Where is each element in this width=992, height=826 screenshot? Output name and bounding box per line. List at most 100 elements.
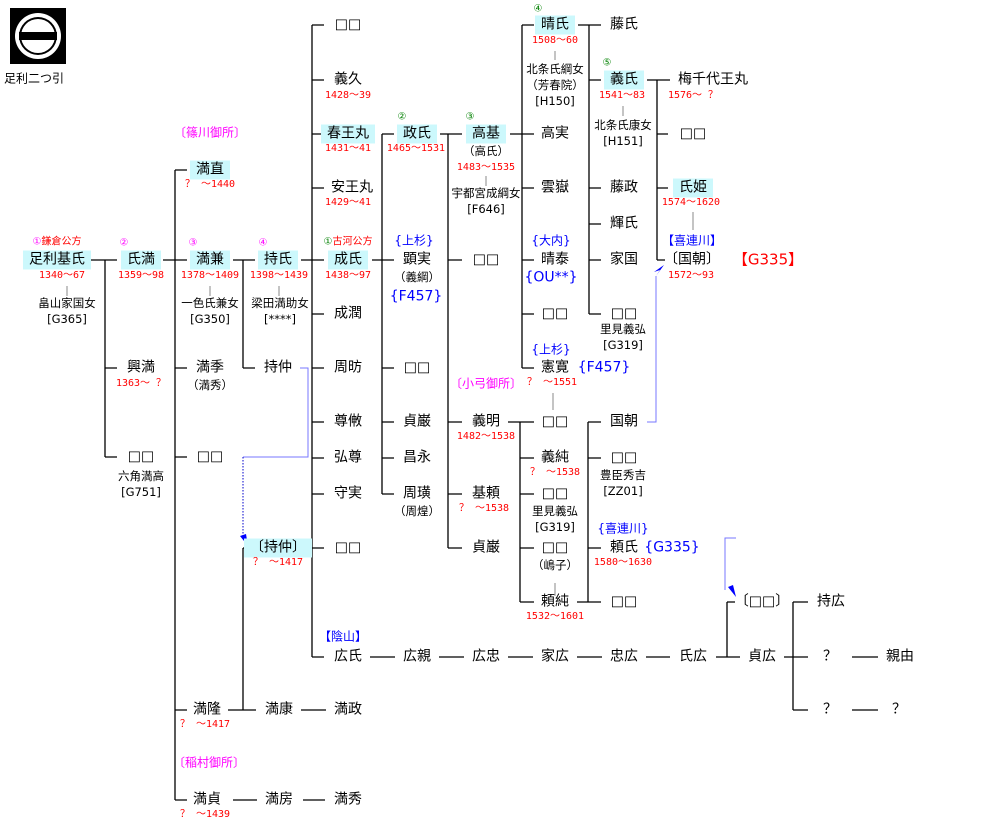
person-node[interactable]: □□ [541, 485, 569, 502]
person-node[interactable]: 満貞 [193, 791, 221, 808]
person-node[interactable]: 尊敒 [334, 413, 362, 430]
lifespan: 1482〜1538 [456, 431, 516, 442]
futatsubiki-crest-icon [15, 13, 61, 59]
ref-link[interactable]: {G335} [644, 539, 700, 556]
person-node[interactable]: ？ [823, 701, 837, 718]
person-node[interactable]: □□ [679, 125, 707, 142]
person-node[interactable]: 貞巌 [472, 539, 500, 556]
person-node[interactable]: 満政 [334, 701, 362, 718]
ref-link[interactable]: {F457} [389, 288, 443, 305]
kamakura-kubo-label: ①鎌倉公方 [33, 234, 82, 251]
person-node[interactable]: 義明 [472, 413, 500, 430]
person-node[interactable]: 持仲 [264, 359, 292, 376]
ref-link[interactable]: {OU**} [524, 269, 578, 286]
person-node[interactable]: 頼純 [541, 593, 569, 610]
person-node[interactable]: 広親 [403, 648, 431, 665]
person-node[interactable]: 持広 [817, 593, 845, 610]
lifespan: 1363〜 ？ [115, 378, 167, 389]
person-node[interactable]: □□ [127, 448, 155, 465]
person-node[interactable]: 頼氏 [610, 539, 638, 556]
person-node[interactable]: 昌永 [403, 449, 431, 466]
person-node[interactable]: □□ [541, 539, 569, 556]
person-node[interactable]: 晴氏 [535, 15, 575, 35]
person-node[interactable]: 周璜 [403, 485, 431, 502]
person-node[interactable]: 成潤 [334, 305, 362, 322]
person-node[interactable]: □□ [334, 16, 362, 33]
person-node[interactable]: 安王丸 [331, 179, 373, 196]
person-node[interactable]: □□ [610, 593, 638, 610]
spouse-name: 豊臣秀吉 [600, 468, 646, 482]
person-node[interactable]: ？ [892, 701, 906, 718]
person-node[interactable]: 高実 [541, 125, 569, 142]
person-node[interactable]: 晴泰 [541, 251, 569, 268]
person-node[interactable]: 義久 [334, 71, 362, 88]
person-node[interactable]: 興満 [127, 359, 155, 376]
person-node[interactable]: □□ [610, 449, 638, 466]
person-node[interactable]: 満直 [190, 160, 230, 180]
person-node[interactable]: 高基 [466, 124, 506, 144]
person-node[interactable]: 満季 [196, 359, 224, 376]
person-node[interactable]: 満兼 [190, 250, 230, 270]
koga-kubo-label: ①古河公方 [324, 234, 373, 251]
person-node[interactable]: 満秀 [334, 791, 362, 808]
person-node[interactable]: 国朝 [610, 413, 638, 430]
alias-name: （嶋子） [532, 558, 578, 572]
person-node[interactable]: 広忠 [472, 648, 500, 665]
person-node[interactable]: 基頼 [472, 485, 500, 502]
person-node[interactable]: 足利基氏 [23, 250, 91, 270]
alias-name: （義綱） [394, 270, 440, 284]
person-node[interactable]: 広氏 [334, 648, 362, 665]
person-node[interactable]: □□ [472, 251, 500, 268]
person-node[interactable]: 満康 [265, 701, 293, 718]
person-node[interactable]: 満房 [265, 791, 293, 808]
person-node[interactable]: □□ [403, 359, 431, 376]
rank-number: ① [323, 236, 333, 248]
person-node[interactable]: 家国 [610, 251, 638, 268]
alias-name: （芳春院） [526, 78, 584, 92]
spouse-name: 梁田満助女 [251, 296, 309, 310]
person-node[interactable]: □□ [541, 413, 569, 430]
person-node[interactable]: 〔持仲〕 [244, 538, 312, 558]
person-node[interactable]: 〔□□〕 [734, 593, 790, 610]
person-node[interactable]: 成氏 [328, 250, 368, 270]
lifespan: 1398〜1439 [249, 270, 309, 281]
person-node[interactable]: 周昉 [334, 359, 362, 376]
ref-link[interactable]: {F457} [577, 359, 631, 376]
person-node[interactable]: 家広 [541, 648, 569, 665]
person-node[interactable]: 貞巌 [403, 413, 431, 430]
person-node[interactable]: □□ [610, 305, 638, 322]
person-node[interactable]: 忠広 [610, 648, 638, 665]
person-node[interactable]: 輝氏 [610, 215, 638, 232]
person-node[interactable]: 守実 [334, 485, 362, 502]
ref-link[interactable]: 【G335】 [732, 250, 804, 269]
sasagawa-gosho-label: 〔篠川御所〕 [173, 125, 247, 140]
person-node[interactable]: 氏満 [121, 250, 161, 270]
person-node[interactable]: ？ [823, 648, 837, 665]
person-node[interactable]: 氏広 [679, 648, 707, 665]
person-node[interactable]: 義氏 [604, 70, 644, 90]
person-node[interactable]: 貞広 [748, 648, 776, 665]
person-node[interactable]: 〔国朝〕 [664, 251, 720, 268]
inamura-gosho-label: 〔稲村御所〕 [172, 755, 246, 770]
person-node[interactable]: □□ [196, 448, 224, 465]
lifespan: 1483〜1535 [456, 162, 516, 173]
person-node[interactable]: □□ [541, 305, 569, 322]
person-node[interactable]: 藤政 [610, 179, 638, 196]
person-node[interactable]: 氏姫 [673, 178, 713, 198]
ref-code: [G350] [190, 312, 230, 326]
person-node[interactable]: 雲嶽 [541, 179, 569, 196]
person-node[interactable]: 春王丸 [321, 124, 375, 144]
person-node[interactable]: 梅千代王丸 [678, 71, 748, 88]
person-node[interactable]: 政氏 [397, 124, 437, 144]
person-node[interactable]: 持氏 [258, 250, 298, 270]
person-node[interactable]: 憲寛 [541, 359, 569, 376]
spouse-name: 宇都宮成綱女 [451, 186, 521, 200]
person-node[interactable]: 満隆 [193, 701, 221, 718]
person-node[interactable]: □□ [334, 539, 362, 556]
person-node[interactable]: 義純 [541, 449, 569, 466]
person-node[interactable]: 親由 [886, 648, 914, 665]
person-node[interactable]: 顕実 [403, 251, 431, 268]
person-node[interactable]: 藤氏 [610, 16, 638, 33]
person-node[interactable]: 弘尊 [334, 449, 362, 466]
lifespan: 1580〜1630 [593, 557, 653, 568]
